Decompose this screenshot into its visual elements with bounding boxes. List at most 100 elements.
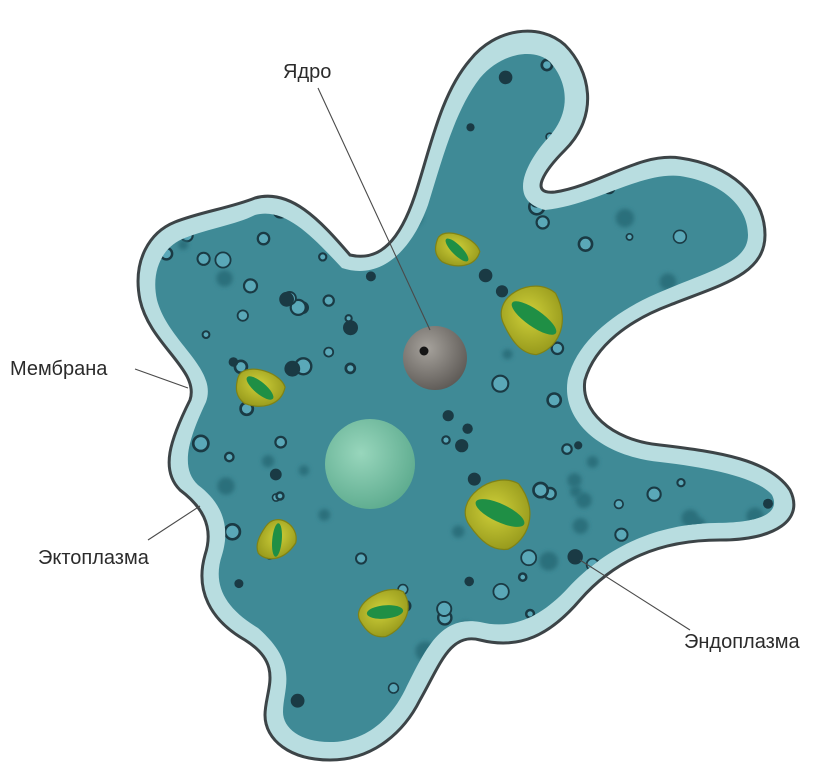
granule xyxy=(355,145,364,154)
granule xyxy=(178,240,188,250)
granule xyxy=(177,522,192,537)
granule xyxy=(698,667,717,686)
granule xyxy=(562,444,571,453)
granule xyxy=(167,107,180,120)
granule xyxy=(727,40,743,56)
granule xyxy=(392,47,409,64)
granule xyxy=(704,436,712,444)
granule xyxy=(519,574,526,581)
granule xyxy=(166,709,173,716)
granule xyxy=(765,354,777,366)
granule xyxy=(618,98,627,107)
granule xyxy=(148,191,160,203)
ectoplasm-leader-line xyxy=(148,506,200,540)
granule xyxy=(151,61,168,78)
granule xyxy=(564,717,570,723)
granule xyxy=(174,689,187,702)
granule xyxy=(667,81,683,97)
granule xyxy=(732,430,749,447)
granule xyxy=(319,253,326,260)
granule xyxy=(157,678,169,690)
granule xyxy=(169,535,189,555)
granule xyxy=(750,583,766,599)
contractile-vacuole xyxy=(325,419,415,509)
granule xyxy=(346,364,355,373)
granule xyxy=(576,723,582,729)
granule xyxy=(563,695,574,706)
granule xyxy=(239,88,255,104)
granule xyxy=(416,60,424,68)
granule xyxy=(343,320,358,335)
granule xyxy=(496,285,508,297)
granule xyxy=(178,529,188,539)
granule xyxy=(617,41,635,59)
granule xyxy=(468,473,481,486)
granule xyxy=(153,746,161,754)
granule xyxy=(356,553,366,563)
granule xyxy=(366,271,376,281)
granule xyxy=(652,623,659,630)
granule xyxy=(224,101,231,108)
granule xyxy=(193,436,208,451)
label-nucleus: Ядро xyxy=(283,62,331,82)
granule xyxy=(677,479,684,486)
granule xyxy=(648,488,661,501)
granule xyxy=(597,393,603,399)
label-endoplasm: Эндоплазма xyxy=(684,632,800,652)
granule xyxy=(751,665,769,683)
granule xyxy=(735,442,747,454)
granule xyxy=(345,40,351,46)
granule xyxy=(394,201,408,215)
granule xyxy=(726,544,738,556)
granule xyxy=(536,641,555,660)
granule xyxy=(557,734,566,743)
granule xyxy=(573,518,589,534)
granule xyxy=(258,233,269,244)
granule xyxy=(710,552,721,563)
granule xyxy=(299,465,309,475)
granule xyxy=(674,230,687,243)
granule xyxy=(147,477,155,485)
granule xyxy=(486,646,505,665)
label-membrane: Мембрана xyxy=(10,359,107,379)
granule xyxy=(437,602,451,616)
granule xyxy=(673,659,679,665)
granule xyxy=(479,269,493,283)
granule xyxy=(637,385,652,400)
granule xyxy=(244,279,257,292)
granule xyxy=(651,120,666,135)
granule xyxy=(716,300,729,313)
granule xyxy=(229,357,239,367)
granule xyxy=(253,91,262,100)
granule xyxy=(499,71,513,85)
endoplasm-leader-line xyxy=(580,560,690,630)
granule xyxy=(328,88,338,98)
granule xyxy=(746,426,758,438)
granule xyxy=(146,694,155,703)
granule xyxy=(574,441,582,449)
granule xyxy=(765,346,780,361)
granule xyxy=(466,123,474,131)
granule xyxy=(512,716,521,725)
granule xyxy=(324,296,334,306)
granule xyxy=(502,349,512,359)
nucleolus xyxy=(420,347,429,356)
granule xyxy=(225,453,233,461)
granule xyxy=(417,126,431,140)
granule xyxy=(567,473,581,487)
granule xyxy=(291,694,305,708)
granule xyxy=(273,59,281,67)
granule xyxy=(493,584,508,599)
granule xyxy=(157,583,173,599)
granule xyxy=(198,108,204,114)
nucleus xyxy=(403,326,467,390)
granule xyxy=(242,73,253,84)
granule xyxy=(180,574,190,584)
granule xyxy=(608,102,625,119)
granule xyxy=(203,331,210,338)
granule xyxy=(254,117,266,129)
granule xyxy=(579,238,592,251)
granule xyxy=(327,202,340,215)
granule xyxy=(708,709,723,724)
